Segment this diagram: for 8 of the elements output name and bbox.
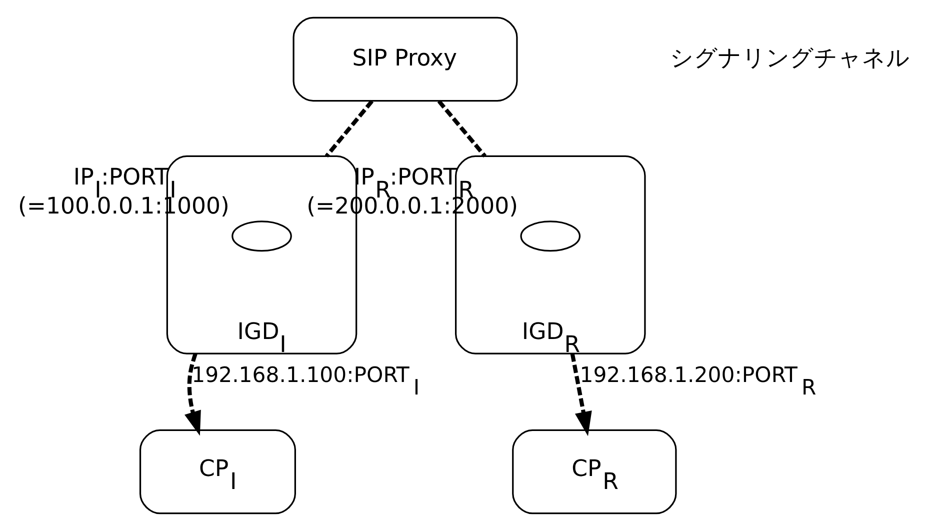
node-ellipse — [520, 220, 580, 252]
label: シグナリングチャネル — [670, 45, 910, 72]
arrow — [184, 352, 200, 436]
node-ellipse — [231, 220, 292, 252]
arrow — [570, 353, 592, 436]
node-box: SIP Proxy — [292, 16, 518, 102]
connector — [436, 100, 486, 158]
connector — [324, 100, 374, 158]
